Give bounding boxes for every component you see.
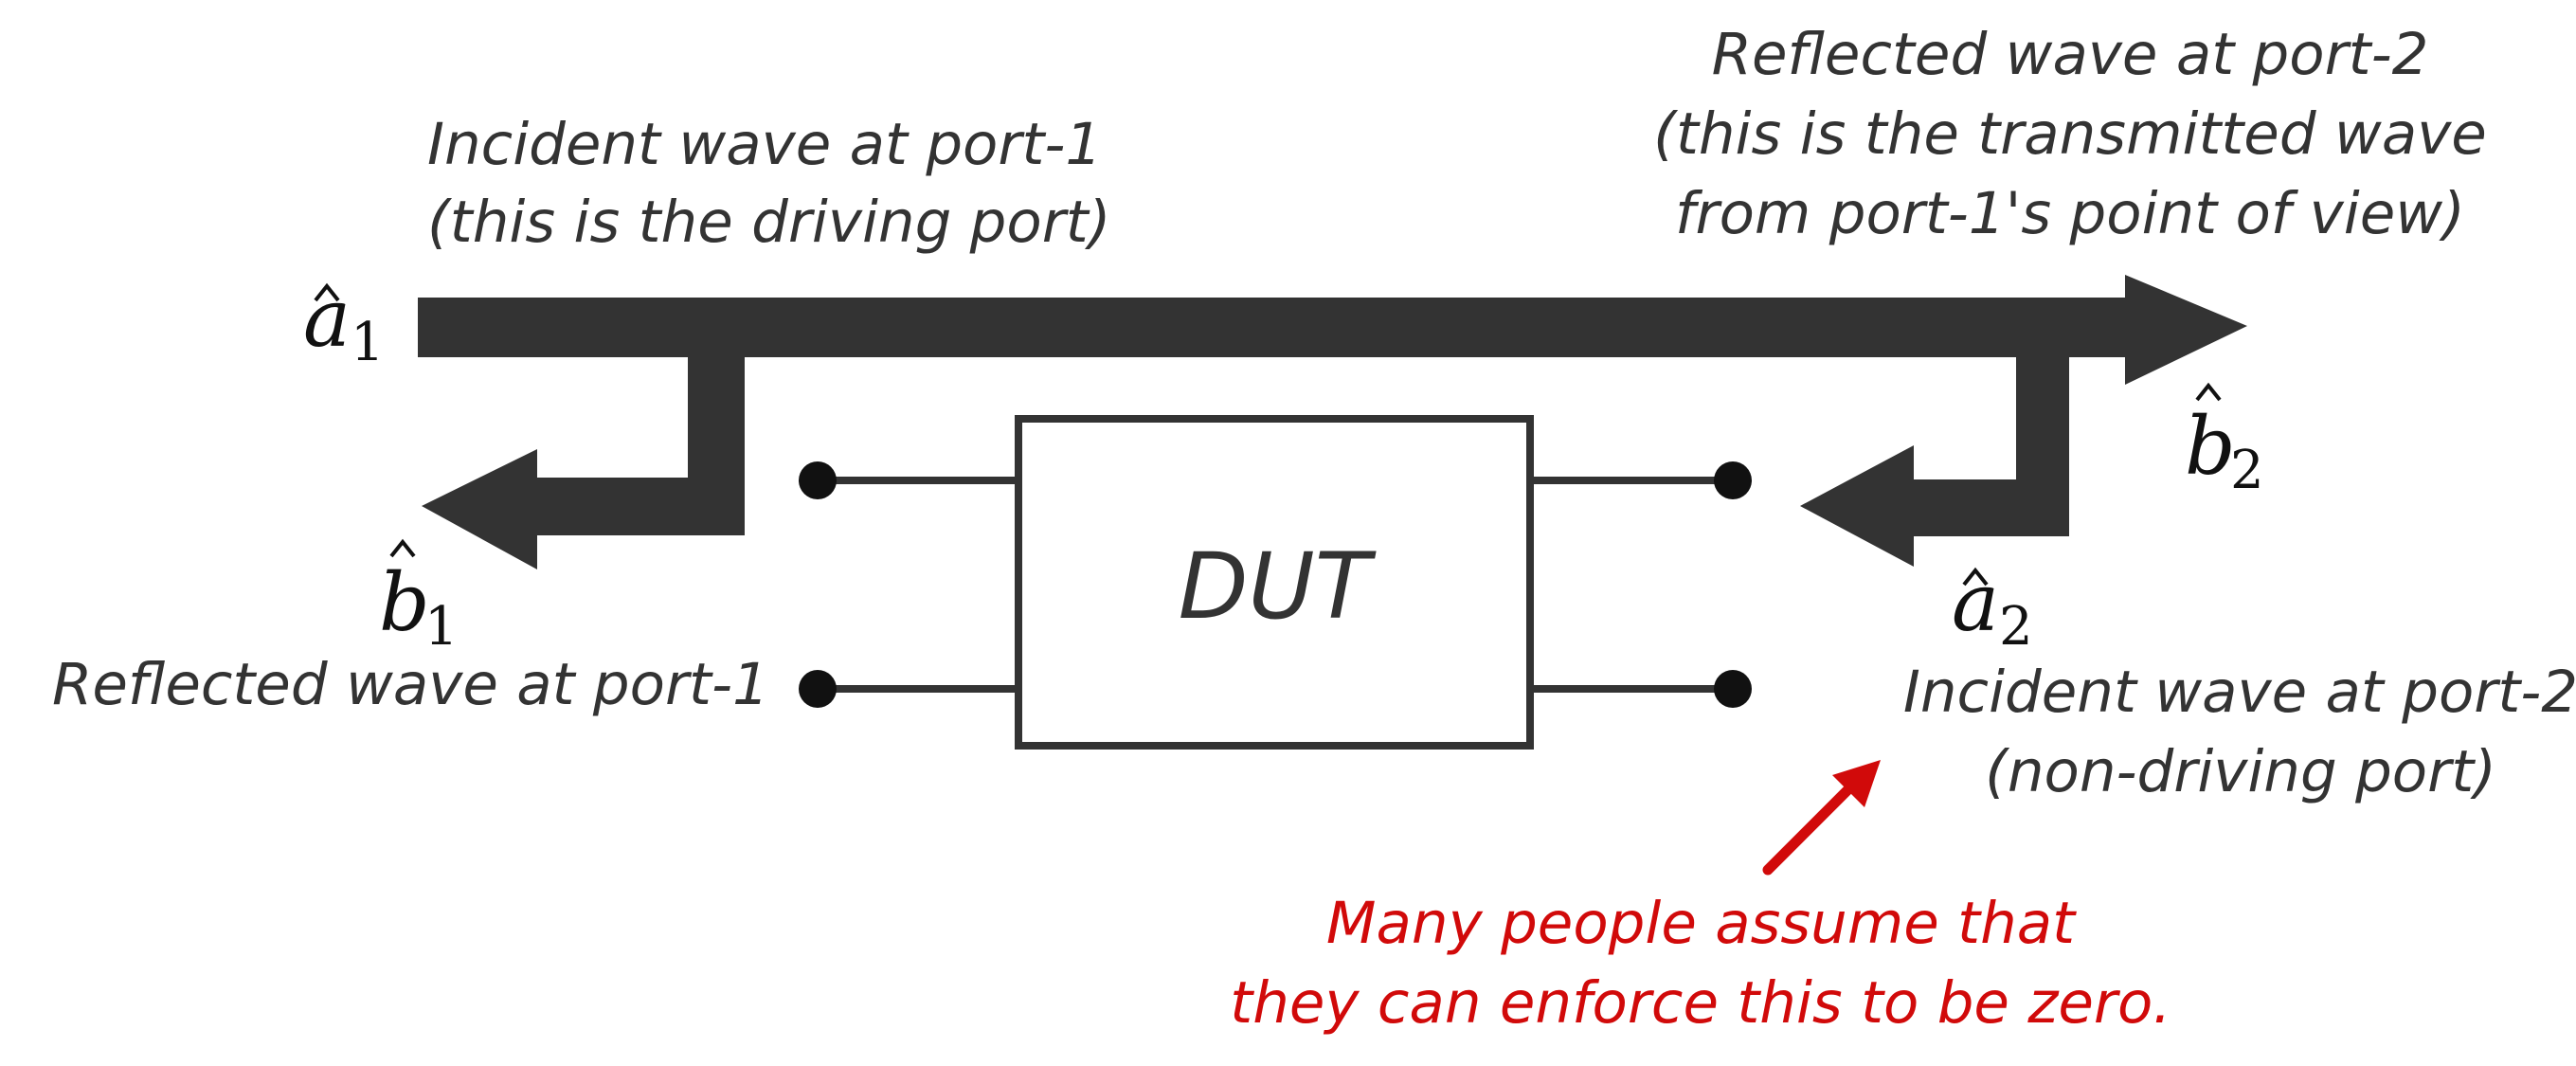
symbol-b1-hat: b 1 xyxy=(379,538,459,658)
annotation-line: Many people assume that xyxy=(1326,890,2077,957)
caption-line: Reflected wave at port-1 xyxy=(52,651,769,718)
symbol-a2-subscript: 2 xyxy=(1999,596,2033,658)
symbol-b2-subscript: 2 xyxy=(2230,440,2264,501)
caption-line: Incident wave at port-1 xyxy=(427,111,1102,178)
caption-reflected-port2: Reflected wave at port-2 (this is the tr… xyxy=(1653,21,2487,247)
hat-accent-a1 xyxy=(314,282,340,302)
caption-incident-port1: Incident wave at port-1 (this is the dri… xyxy=(427,111,1111,256)
symbol-a1-subscript: 1 xyxy=(351,312,385,373)
symbol-b1-letter: b xyxy=(379,556,430,649)
reflected-wave-port1-arrow xyxy=(422,357,745,569)
caption-line: (this is the transmitted wave xyxy=(1653,100,2487,168)
symbol-b2-hat: b 2 xyxy=(2185,382,2264,501)
port1-terminal-bottom xyxy=(799,670,837,708)
annotation-pointer-arrow xyxy=(1762,760,1881,876)
hat-accent-b2 xyxy=(2195,382,2222,402)
symbol-b2-letter: b xyxy=(2185,400,2236,493)
annotation-text: Many people assume that they can enforce… xyxy=(1230,890,2171,1037)
caption-line: Reflected wave at port-2 xyxy=(1712,21,2429,88)
port2-terminal-bottom xyxy=(1714,670,1752,708)
port1-terminal-top xyxy=(799,461,837,499)
dut-label: DUT xyxy=(1179,533,1377,640)
caption-line: (non-driving port) xyxy=(1985,738,2496,805)
symbol-a1-hat: a 1 xyxy=(303,272,385,373)
port2-terminal-top xyxy=(1714,461,1752,499)
symbol-b1-subscript: 1 xyxy=(424,596,459,658)
transmitted-wave-arrow xyxy=(418,275,2247,385)
caption-line: from port-1's point of view) xyxy=(1675,180,2465,247)
incident-wave-port2-arrow xyxy=(1800,357,2069,567)
caption-reflected-port1: Reflected wave at port-1 xyxy=(52,651,769,718)
caption-line: Incident wave at port-2 xyxy=(1903,659,2576,726)
annotation-line: they can enforce this to be zero. xyxy=(1230,969,2171,1037)
caption-incident-port2: Incident wave at port-2 (non-driving por… xyxy=(1903,659,2576,805)
caption-line: (this is the driving port) xyxy=(427,189,1111,256)
symbol-a2-hat: a 2 xyxy=(1952,556,2033,658)
hat-accent-a2 xyxy=(1962,567,1989,587)
dut-box xyxy=(1015,415,1534,750)
hat-accent-b1 xyxy=(389,538,416,558)
